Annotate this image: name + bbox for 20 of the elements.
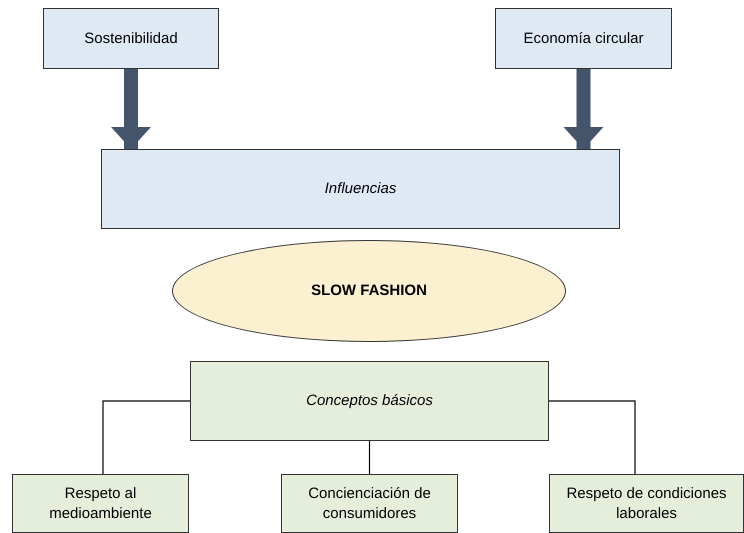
- arrow: [564, 69, 604, 149]
- text-box: [43, 8, 219, 69]
- text-box: [549, 474, 744, 533]
- node-label: Respeto de condiciones laborales: [565, 484, 728, 523]
- node-label: Concienciación de consumidores: [307, 484, 432, 523]
- node-label: Influencias: [324, 179, 398, 199]
- text-box: [12, 474, 189, 533]
- node-label: SLOW FASHION: [310, 281, 428, 301]
- connector-line: [102, 400, 190, 474]
- node-label: Respeto al medioambiente: [48, 484, 153, 523]
- connector-line: [549, 400, 636, 474]
- text-box: [101, 149, 620, 229]
- node-label: Conceptos básicos: [305, 391, 434, 411]
- text-box: [190, 361, 549, 441]
- text-box: [495, 8, 672, 69]
- connector-line: [368, 441, 370, 474]
- arrow: [111, 69, 151, 149]
- text-box: [281, 474, 458, 533]
- node-label: Economía circular: [522, 28, 645, 48]
- node-label: Sostenibilidad: [83, 28, 179, 48]
